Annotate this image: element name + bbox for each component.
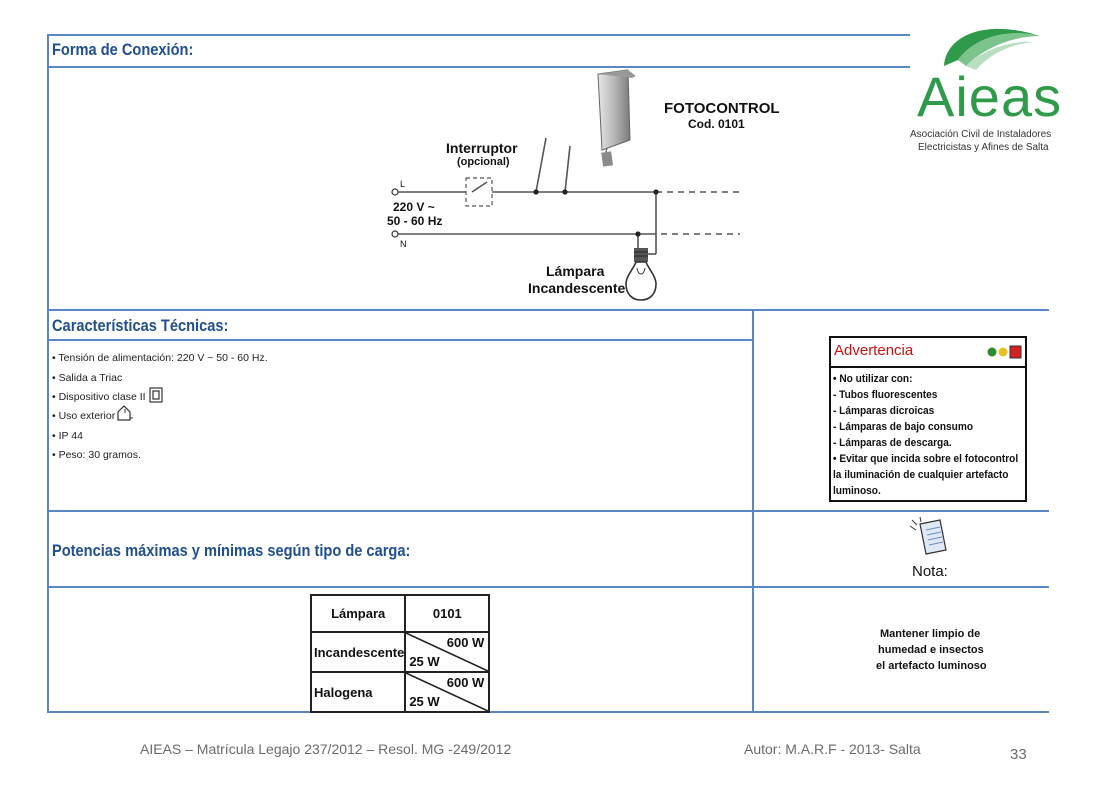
- spec-class: • Dispositivo clase II: [52, 391, 146, 403]
- specs-section-title: Características Técnicas:: [52, 316, 229, 335]
- lamp-type-cell: Halogena: [309, 671, 407, 713]
- warning-line: • No utilizar con:: [833, 373, 913, 385]
- power-range-cell: 600 W 25 W: [404, 631, 491, 673]
- note-line: humedad e insectos: [878, 644, 984, 656]
- loads-top-border: [47, 510, 1049, 512]
- loads-section-title: Potencias máximas y mínimas según tipo d…: [52, 541, 411, 560]
- note-line: el artefacto luminoso: [876, 660, 987, 672]
- min-power: 25 W: [409, 694, 440, 709]
- spec-voltage: • Tensión de alimentación: 220 V ~ 50 - …: [52, 352, 268, 364]
- voltage-label: 220 V ~: [393, 200, 435, 214]
- terminal-l: [391, 188, 399, 196]
- load-table: Lámpara 0101 Incandescente 600 W 25 W Ha…: [309, 594, 491, 713]
- photocontrol-device-icon: [597, 69, 631, 151]
- aieas-leaf-logo-icon: [944, 28, 1040, 70]
- switch-blade: [471, 181, 488, 193]
- lamp-label-1: Lámpara: [546, 263, 605, 279]
- lamp-label-2: Incandescente: [528, 280, 626, 296]
- logo-subtitle-1: Asociación Civil de Instaladores: [910, 129, 1052, 140]
- switch-box: [465, 177, 493, 207]
- line-l-label: L: [400, 179, 406, 189]
- warning-title: Advertencia: [834, 342, 914, 359]
- table-header-cell: 0101: [404, 594, 491, 633]
- table-header-cell: Lámpara: [309, 594, 407, 633]
- switch-optional-label: (opcional): [457, 156, 510, 168]
- power-range-cell: 600 W 25 W: [404, 671, 491, 713]
- warning-line: • Evitar que incida sobre el fotocontrol: [833, 453, 1019, 465]
- outdoor-use-icon: [117, 405, 133, 421]
- terminal-n: [391, 230, 399, 238]
- logo-name: Aieas: [917, 65, 1063, 128]
- specs-top-border: [47, 309, 1049, 311]
- frame-left-border: [47, 34, 49, 712]
- warning-title-divider: [829, 366, 1027, 368]
- warning-line: - Tubos fluorescentes: [833, 389, 938, 401]
- frequency-label: 50 - 60 Hz: [387, 214, 443, 228]
- footer-left-text: AIEAS – Matrícula Legajo 237/2012 – Reso…: [140, 741, 512, 757]
- warning-box: [829, 336, 1027, 502]
- table-row: Lámpara 0101: [309, 594, 491, 633]
- photocell-wire-2: [564, 145, 571, 193]
- spec-output: • Salida a Triac: [52, 372, 123, 384]
- connection-title-divider: [47, 66, 910, 68]
- specs-title-divider: [47, 339, 753, 341]
- logo-subtitle-2: Electricistas y Afines de Salta: [918, 142, 1049, 153]
- spec-outdoor: • Uso exterior: [52, 410, 116, 422]
- lamp-bulb-icon: [625, 261, 657, 301]
- spec-ip: • IP 44: [52, 430, 83, 442]
- warning-line: - Lámparas de bajo consumo: [833, 421, 974, 433]
- note-line: Mantener limpio de: [880, 628, 981, 640]
- max-power: 600 W: [446, 675, 485, 690]
- note-paper-icon: [909, 516, 947, 555]
- warning-line: luminoso.: [833, 485, 881, 497]
- device-name: FOTOCONTROL: [664, 100, 780, 117]
- max-power: 600 W: [446, 635, 485, 650]
- device-code: Cod. 0101: [688, 117, 745, 131]
- frame-bottom-border: [47, 711, 1049, 713]
- class-ii-icon: [149, 387, 163, 403]
- frame-top-border: [47, 34, 910, 36]
- line-n-label: N: [400, 239, 407, 249]
- table-row: Halogena 600 W 25 W: [309, 671, 491, 713]
- lamp-type-cell: Incandescente: [309, 631, 407, 673]
- page-number: 33: [1010, 746, 1027, 763]
- min-power: 25 W: [409, 654, 440, 669]
- connection-section-title: Forma de Conexión:: [52, 40, 194, 59]
- diagonal-divider: [406, 673, 489, 711]
- warning-line: la iluminación de cualquier artefacto: [833, 469, 1009, 481]
- table-row: Incandescente 600 W 25 W: [309, 631, 491, 673]
- loads-title-divider: [47, 586, 1049, 588]
- switch-label: Interruptor: [446, 140, 518, 156]
- wiring-diagram: [391, 69, 740, 301]
- traffic-light-icon: [987, 345, 1022, 359]
- spec-weight: • Peso: 30 gramos.: [52, 449, 141, 461]
- warning-line: - Lámparas dicroicas: [833, 405, 935, 417]
- footer-author: Autor: M.A.R.F - 2013- Salta: [744, 741, 921, 757]
- warning-line: - Lámparas de descarga.: [833, 437, 952, 449]
- column-divider: [752, 309, 754, 712]
- note-title: Nota:: [912, 563, 948, 580]
- diagonal-divider: [406, 633, 489, 671]
- photocell-wire-1: [535, 137, 547, 193]
- lamp-base: [634, 248, 648, 262]
